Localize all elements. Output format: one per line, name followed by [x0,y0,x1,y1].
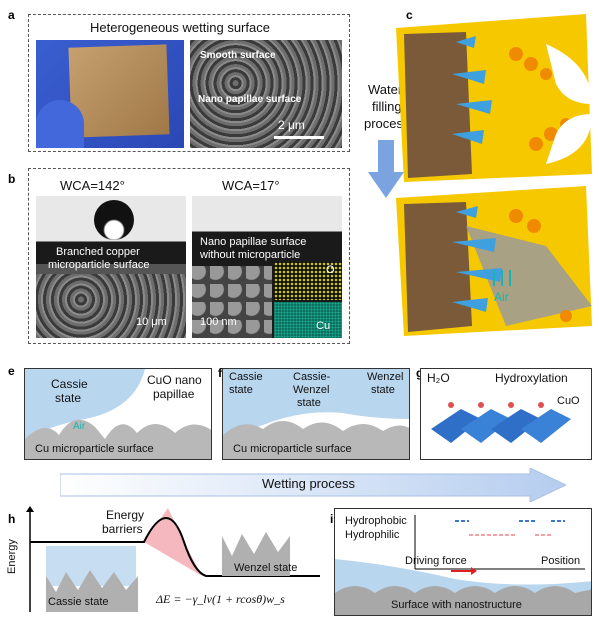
panel-d-illustration [396,186,592,336]
wca-right: WCA=17° [222,178,280,193]
sem-image-a: Smooth surface Nano papillae surface 2 μ… [190,40,342,148]
g-h2o: H₂O [427,371,450,385]
e-cuo-2: papillae [153,387,195,401]
wetting-process-label: Wetting process [262,476,355,491]
e-cassie-2: state [55,391,82,405]
e-cuo-1: CuO nano [147,373,202,387]
eds-cu-label: Cu [316,320,331,332]
panel-b-frame [28,168,350,344]
scale-bar-a [274,136,324,139]
panel-i-schematic [335,515,591,615]
panel-c-illustration [396,14,592,182]
i-surface: Surface with nanostructure [391,599,522,611]
i-hydrophobic: Hydrophobic [345,515,407,527]
panel-g-box: H₂O Hydroxylation CuO [420,368,592,460]
f-cw-1: Cassie- [293,371,331,383]
panel-e-box: Cassie state CuO nano papillae Air Cu mi… [24,368,212,460]
i-hydrophilic: Hydrophilic [345,529,400,541]
process-down-arrow [368,140,404,198]
g-hydroxylation: Hydroxylation [495,371,568,385]
panel-g-letter: g [416,366,423,380]
droplet-image-left: Branched copper microparticle surface 10… [36,196,186,338]
gloved-hand [36,100,84,148]
g-cuo: CuO [557,395,580,407]
f-wenzel-1: Wenzel [367,371,404,383]
cuo-crystal [431,402,571,443]
panel-i-letter: i [330,512,334,526]
panel-d-air: Air [494,290,509,304]
smooth-surface-label: Smooth surface [200,50,276,61]
scale-bar-a-label: 2 μm [278,118,305,132]
panel-i-box: Hydrophobic Hydrophilic Driving force Po… [334,508,592,616]
wca-left: WCA=142° [60,178,125,193]
h-cassie: Cassie state [48,596,109,608]
droplet-image-right: Nano papillae surface without microparti… [192,196,342,338]
panel-h-energy-plot [26,506,320,612]
panel-f-schematic [223,369,409,459]
panel-f-letter: f [218,366,222,380]
f-cassie-2: state [229,384,253,396]
wetting-process-arrow [60,468,566,502]
h-ylabel: Energy [6,539,18,574]
i-position: Position [541,555,581,567]
panel-e-letter: e [8,364,15,378]
water-filling-3: process [364,116,410,131]
sample-photo [36,40,184,148]
h-equation: ΔE = −γ_lv(1 + rcosθ)w_s [156,592,285,606]
panel-h-letter: h [8,512,16,526]
left-caption-1: Branched copper [56,246,140,258]
right-caption-2: without microparticle [200,249,301,261]
f-surface: Cu microparticle surface [233,443,352,455]
right-caption-1: Nano papillae surface [200,236,307,248]
e-cassie-1: Cassie [51,377,88,391]
papillae-label: Nano papillae surface [198,94,302,105]
water-filling-2: filling [372,99,402,114]
h-barriers-2: barriers [102,522,143,536]
eds-map-o [274,262,342,300]
panel-b-letter: b [8,172,16,186]
panel-c-letter: c [406,8,413,22]
scale-bar-b-left-label: 10 μm [136,316,167,328]
f-wenzel-2: state [371,384,395,396]
water-droplet [94,200,134,240]
panel-f-box: Cassie state Cassie- Wenzel state Wenzel… [222,368,410,460]
e-air: Air [73,421,86,432]
panel-a-frame [28,14,350,152]
eds-map-cu [274,302,342,338]
sem-image-b-left [36,274,186,338]
f-cw-3: state [297,397,321,409]
left-caption-2: microparticle surface [48,259,150,271]
panel-e-schematic [25,369,211,459]
f-cw-2: Wenzel [293,384,330,396]
h-barriers-1: Energy [106,508,145,522]
sem-image-b-right [192,266,272,338]
i-driving-force: Driving force [405,555,467,567]
eds-o-label: O [326,264,335,276]
scale-bar-b-right-label: 100 nm [200,316,237,328]
water-filling-1: Water [368,82,403,97]
e-surface: Cu microparticle surface [35,443,154,455]
h-wenzel: Wenzel state [234,562,298,574]
f-cassie-1: Cassie [229,371,263,383]
panel-a-letter: a [8,8,15,22]
panel-a-title: Heterogeneous wetting surface [90,20,270,35]
